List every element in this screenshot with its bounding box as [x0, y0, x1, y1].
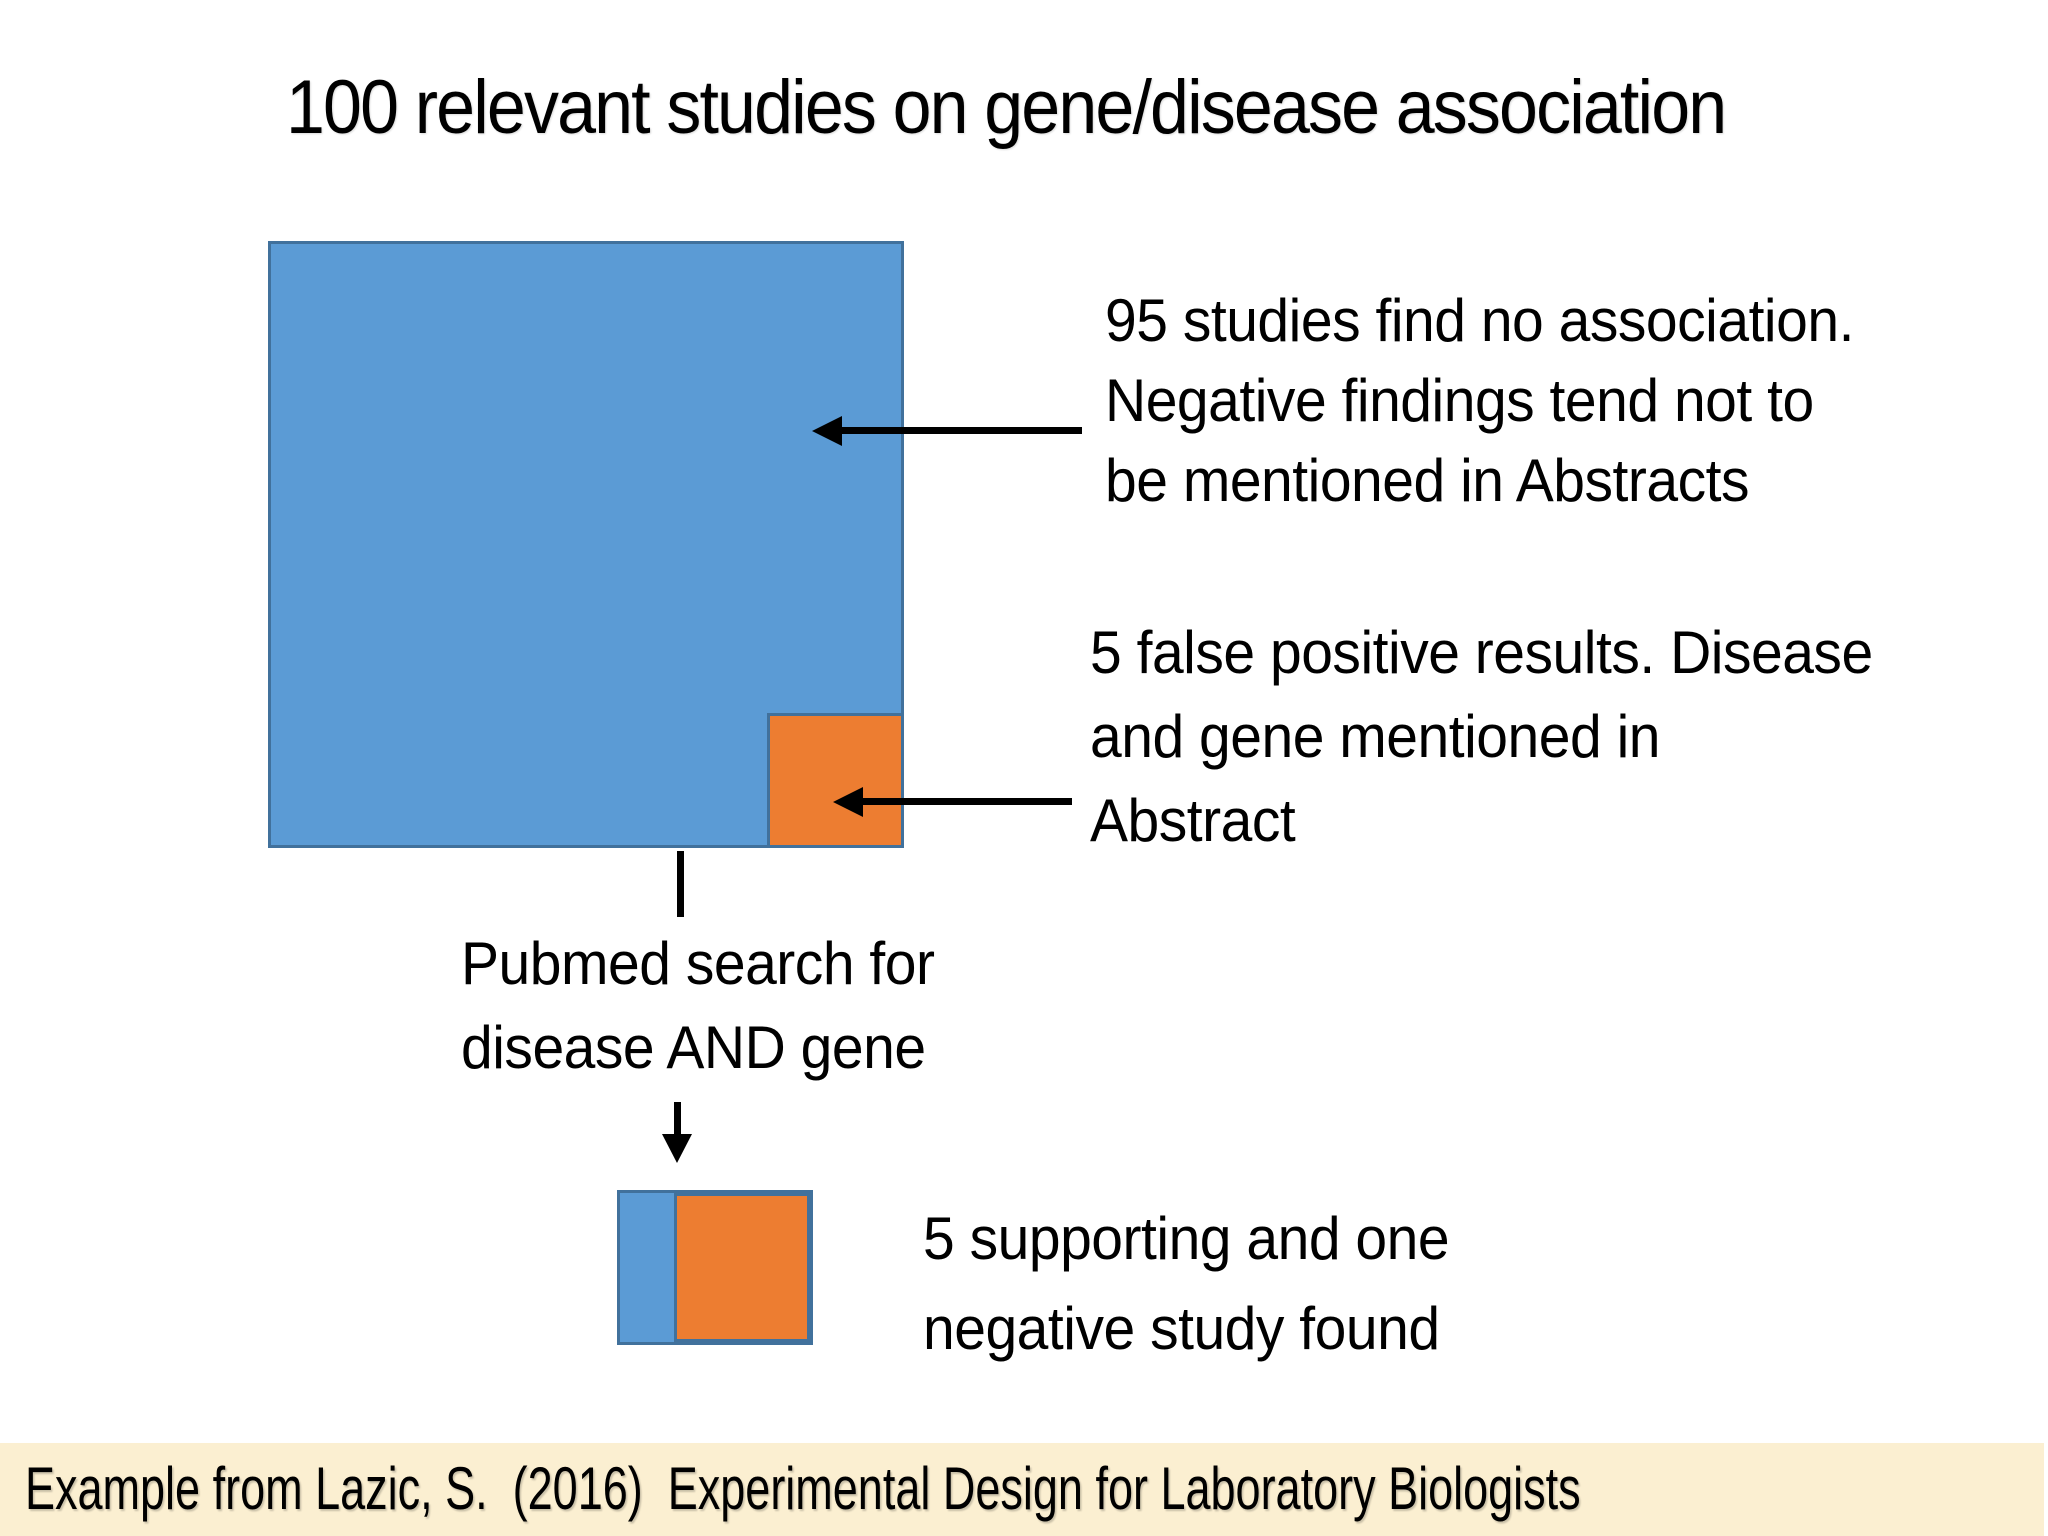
annotation-line: Abstract — [1090, 787, 1296, 854]
search-result-orange-segment — [674, 1193, 810, 1342]
down-arrow-head — [662, 1134, 692, 1163]
arrow-to-blue-square-head — [812, 416, 842, 446]
annotation-line: negative study found — [923, 1295, 1440, 1362]
annotation-line: Negative findings tend not to — [1105, 367, 1814, 434]
slide-title: 100 relevant studies on gene/disease ass… — [286, 65, 1727, 150]
annotation-false-positive: 5 false positive results. Disease and ge… — [1090, 611, 1873, 863]
annotation-line: and gene mentioned in — [1090, 703, 1660, 770]
arrow-to-blue-square-shaft — [838, 427, 1082, 434]
down-arrow-shaft — [674, 1102, 681, 1138]
annotation-line: 5 supporting and one — [923, 1205, 1450, 1272]
annotation-pubmed-search: Pubmed search for disease AND gene — [461, 922, 935, 1090]
search-result-rectangle — [617, 1190, 813, 1345]
annotation-no-association: 95 studies find no association. Negative… — [1105, 281, 1854, 521]
annotation-line: 5 false positive results. Disease — [1090, 619, 1873, 686]
annotation-line: 95 studies find no association. — [1105, 287, 1854, 354]
annotation-line: Pubmed search for — [461, 930, 935, 997]
annotation-line: disease AND gene — [461, 1014, 926, 1081]
flow-line-down — [677, 851, 684, 917]
arrow-to-orange-square-shaft — [859, 798, 1072, 805]
annotation-line: be mentioned in Abstracts — [1105, 447, 1750, 514]
annotation-search-result: 5 supporting and one negative study foun… — [923, 1194, 1450, 1374]
footer-bar — [0, 1443, 2044, 1536]
arrow-to-orange-square-head — [833, 787, 863, 817]
footer-citation: Example from Lazic, S. (2016) Experiment… — [25, 1455, 1581, 1522]
false-positive-square — [767, 713, 904, 848]
